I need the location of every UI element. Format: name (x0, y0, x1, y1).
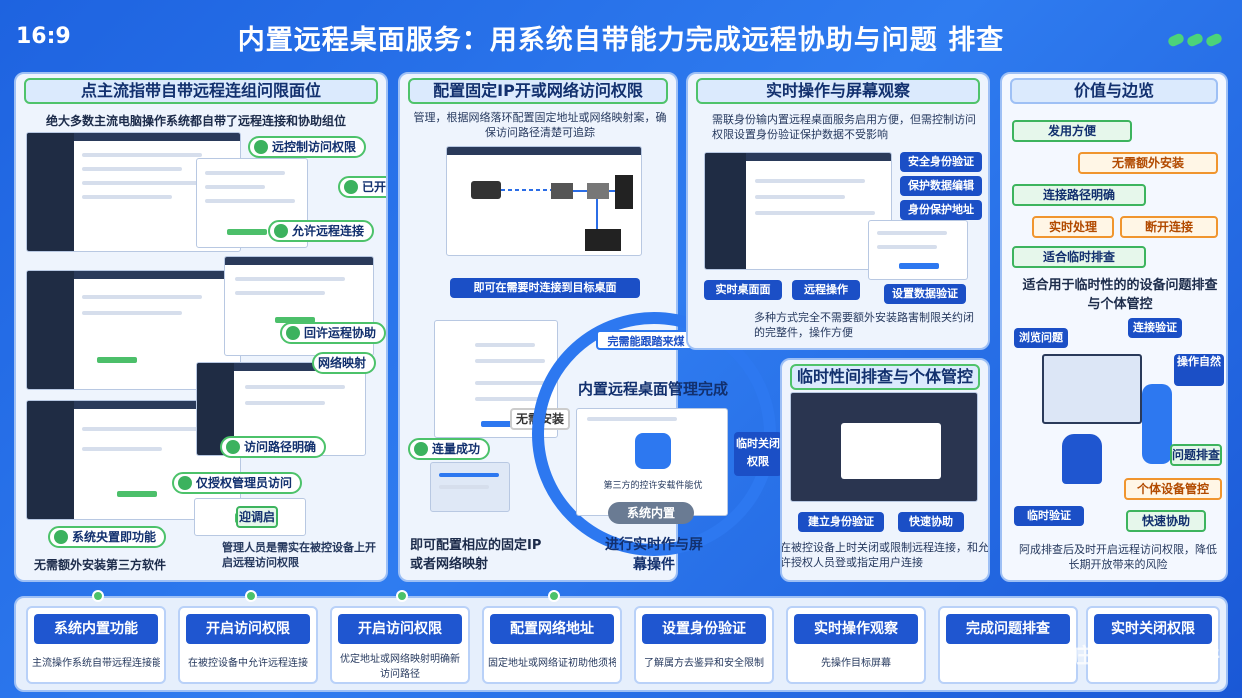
system-builtin-badge: 系统内置 (608, 502, 694, 524)
step-6-desc: 先操作目标屏幕 (821, 658, 891, 669)
step-2-desc: 在被控设备中允许远程连接 (188, 658, 308, 669)
step-card-8: 实时关闭权限 (1086, 606, 1220, 684)
value-easy-use: 发用方便 (1012, 120, 1132, 142)
support-illustration (1032, 344, 1182, 504)
value-realtime: 实时处理 (1032, 216, 1114, 238)
step-card-3: 开启访问权限优定地址或网络映射明确新访问路径 (330, 606, 470, 684)
panel4-title: 临时性间排查与个体管控 (790, 364, 980, 390)
tag-access-path: 访问路径明确 (220, 436, 327, 458)
step-7-title: 完成问题排查 (946, 614, 1070, 644)
panel1-subtitle: 绝大多数主流电脑操作系统都自带了远程连接和协助组位 (46, 114, 347, 128)
label-device-control: 个体设备管控 (1124, 478, 1222, 500)
screenshot-remote-desktop (704, 152, 892, 270)
tag-allow-remote: 允许远程连接 (268, 220, 375, 242)
center-window-text: 第三方的控许安载件能优 (603, 481, 703, 491)
panel1-title: 点主流指带自带远程连组问限面位 (24, 78, 378, 104)
step-dot-4 (548, 590, 560, 602)
center-title: 内置远程桌面管理完成 (578, 380, 729, 398)
label-natural-op: 操作自然 (1174, 354, 1224, 386)
label-browse-issue: 浏览问题 (1014, 328, 1068, 348)
btn-quick-assist[interactable]: 快速协助 (898, 512, 964, 532)
step-card-4: 配置网络地址固定地址或网络证初助他须将 (482, 606, 622, 684)
confirm-button[interactable]: 迎调启 (236, 506, 278, 528)
ratio-label: 16:9 (16, 24, 71, 49)
watermark: 石家庄洞察之眼软件 (1031, 644, 1220, 668)
panel3-footer: 多种方式完全不需要额外安装路害制限关约闭的完整件，操作方便 (754, 311, 974, 339)
screenshot-admin-access (196, 362, 366, 456)
laptop-illustration (430, 462, 510, 512)
temp-close-permission: 临时关闭权限 (734, 432, 782, 476)
label-temp-verify: 临时验证 (1014, 506, 1084, 526)
step-6-title: 实时操作观察 (794, 614, 918, 644)
decor-leaf-icon (1165, 30, 1224, 49)
panel5-title: 价值与边览 (1010, 78, 1218, 104)
panel4-footer: 在被控设备上时关闭或限制远程连接，和允许授权人员登或指定用户连接 (780, 541, 989, 569)
enabled-badge: 已开启 (338, 176, 386, 198)
step-card-6: 实时操作观察先操作目标屏幕 (786, 606, 926, 684)
value-no-install: 无需额外安装 (1078, 152, 1218, 174)
step-4-title: 配置网络地址 (490, 614, 614, 644)
step-8-title: 实时关闭权限 (1094, 614, 1212, 644)
step-5-title: 设置身份验证 (642, 614, 766, 644)
tag-secure-auth: 安全身份验证 (900, 152, 982, 172)
header: 16:9 内置远程桌面服务：用系统自带能力完成远程协助与问题 排查 (0, 0, 1242, 72)
app-window-icon (635, 433, 671, 469)
step-4-desc: 固定地址或网络证初助他须将 (488, 658, 616, 669)
tag-admin-only: 仅授权管理员访问 (172, 472, 303, 494)
panel-temp-troubleshoot: 临时性间排查与个体管控 建立身份验证 快速协助 在被控设备上时关闭或限制远程连接… (780, 358, 990, 582)
step-card-1: 系统内置功能主流操作系统自带远程连接能力 (26, 606, 166, 684)
value-temp-check: 适合临时排查 (1012, 246, 1146, 268)
step-3-title: 开启访问权限 (338, 614, 462, 644)
tag-allow-assist: 回许运程协助 (280, 322, 386, 344)
step-card-5: 设置身份验证了解属方去鉴异和安全限制 (634, 606, 774, 684)
screenshot-close-access (790, 392, 978, 502)
label-connect-verify: 连接验证 (1128, 318, 1182, 338)
center-footer: 进行实时作与屏幕操件 (605, 537, 703, 573)
panel5-text: 适合用于临时性的的设备问题排查与个体管控 (1022, 278, 1218, 312)
panel2-title: 配置固定IP开或网络访问权限 (408, 78, 668, 104)
label-connect-target: 即可在需要时连接到目标桌面 (450, 278, 640, 298)
panel-builtin-remote: 点主流指带自带远程连组问限面位 绝大多数主流电脑操作系统都自带了远程连接和协助组… (14, 72, 388, 582)
step-2-title: 开启访问权限 (186, 614, 310, 644)
screenshot-network-topology (446, 146, 642, 256)
panel2-footer: 即可配置相应的固定IP或者网络映射 (410, 538, 542, 572)
network-topology-diagram (471, 175, 633, 251)
label-troubleshoot: 问题排查 (1170, 444, 1222, 466)
value-clear-path: 连接路径明确 (1012, 184, 1146, 206)
tag-auth-address: 身份保护地址 (900, 200, 982, 220)
page-title: 内置远程桌面服务：用系统自带能力完成远程协助与问题 排查 (237, 25, 1005, 56)
btn-setup-verification[interactable]: 设置数据验证 (884, 284, 966, 304)
label-quick-assist: 快速协助 (1126, 510, 1206, 532)
panel3-text: 需联身份输内置远程桌面服务启用方便，但需控制访问权限设置身份验证保护数据不受影响 (712, 113, 976, 141)
panel1-footer-right: 管理人员是需实在被控设备上开启远程访问权限 (222, 541, 376, 569)
step-dot-3 (396, 590, 408, 602)
panel-value: 价值与边览 发用方便 无需额外安装 连接路径明确 实时处理 断开连接 适合临时排… (1000, 72, 1228, 582)
step-5-desc: 了解属方去鉴异和安全限制 (644, 658, 764, 669)
panel2-text: 管理，根据网络落环配置固定地址或网络映射案，确保访问路径清楚可追踪 (413, 111, 667, 139)
tag-builtin-feature: 系统央置即功能 (48, 526, 167, 548)
connect-success-badge: 连量成功 (408, 438, 491, 460)
panel5-footer: 阿成排查后及时开启远程访问权限，降低长期开放带来的风险 (1019, 543, 1217, 571)
center-window: 第三方的控许安载件能优 (576, 408, 728, 516)
btn-identity-verify[interactable]: 建立身份验证 (798, 512, 884, 532)
screenshot-auth-dialog (868, 220, 968, 280)
step-1-desc: 主流操作系统自带远程连接能力 (32, 658, 160, 669)
value-disconnect: 断开连接 (1120, 216, 1218, 238)
panel1-footer-left: 无需额外安装第三方软件 (34, 558, 167, 572)
center-arc-label: 完需能跟踏来煤 (596, 330, 696, 350)
btn-remote-operation[interactable]: 远程操作 (792, 280, 860, 300)
tag-remote-access: 远控制访问权限 (248, 136, 367, 158)
tag-network-mapping: 网络映射 (312, 352, 377, 374)
step-dot-1 (92, 590, 104, 602)
step-3-desc: 优定地址或网络映射明确新访问路径 (340, 654, 460, 680)
btn-realtime-desktop[interactable]: 实时桌面面 (704, 280, 782, 300)
step-card-2: 开启访问权限在被控设备中允许远程连接 (178, 606, 318, 684)
panel-realtime-ops: 实时操作与屏幕观察 需联身份输内置远程桌面服务启用方便，但需控制访问权限设置身份… (686, 72, 990, 350)
panel3-title: 实时操作与屏幕观察 (696, 78, 980, 104)
tag-protect-data: 保护数据编辑 (900, 176, 982, 196)
step-1-title: 系统内置功能 (34, 614, 158, 644)
step-card-7: 完成问题排查 (938, 606, 1078, 684)
step-dot-2 (245, 590, 257, 602)
